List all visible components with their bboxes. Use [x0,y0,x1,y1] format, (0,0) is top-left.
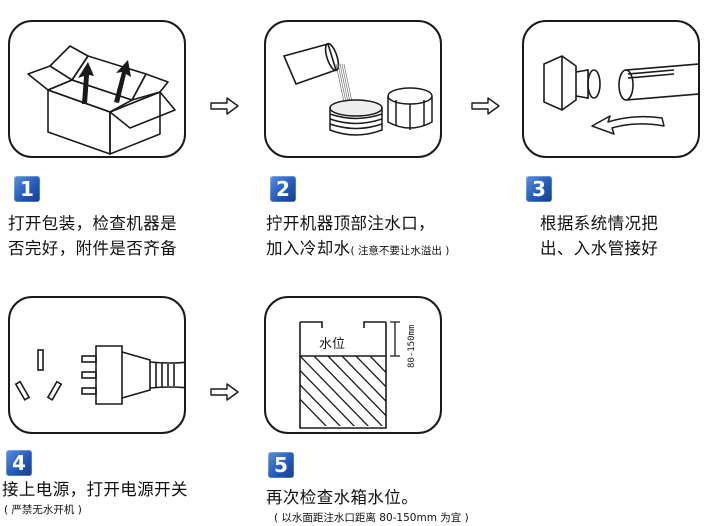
dimension-label: 80-150mm [407,325,417,368]
step3-illustration-panel [522,20,700,158]
step2-text-line2: 加入冷却水( 注意不要让水溢出 ) [266,237,449,263]
step4-number-badge: 4 [6,450,32,476]
step1-number-badge: 1 [14,176,40,202]
next-arrow-icon [210,383,239,401]
step3-text-line1: 根据系统情况把 [540,214,659,233]
step4-illustration-panel [8,296,186,434]
next-arrow-icon [471,97,500,115]
step4-text-line1: 接上电源，打开电源开关 [2,480,188,499]
step4-note: ( 严禁无水开机 ) [4,504,82,516]
step2-illustration-panel [264,20,442,158]
water-tank-diagram: 水位 80-150mm [299,321,417,429]
step2-text-note: ( 注意不要让水溢出 ) [350,245,450,257]
step1-text-line1: 打开包装，检查机器是 [8,214,177,233]
open-box-icon [27,45,176,155]
step5-text-line1: 再次检查水箱水位。 [266,488,419,507]
pipe-connect-icon [543,55,698,135]
power-plug-icon [14,345,184,405]
water-level-label: 水位 [319,337,345,352]
step3-text-line2: 出、入水管接好 [540,239,659,258]
next-arrow-icon [210,97,239,115]
step2-text-line1: 拧开机器顶部注水口， [266,214,435,233]
step1-illustration-panel [8,20,186,158]
step2-number-badge: 2 [270,176,296,202]
pour-water-icon [282,42,433,136]
step2-text-main: 加入冷却水 [266,239,351,258]
step5-illustration-panel: 水位 80-150mm [264,296,442,434]
step5-number-badge: 5 [268,452,294,478]
step3-number-badge: 3 [526,176,552,202]
step5-note: ( 以水面距注水口距离 80-150mm 为宜 ) [274,512,469,524]
step1-text-line2: 否完好，附件是否齐备 [8,239,177,258]
